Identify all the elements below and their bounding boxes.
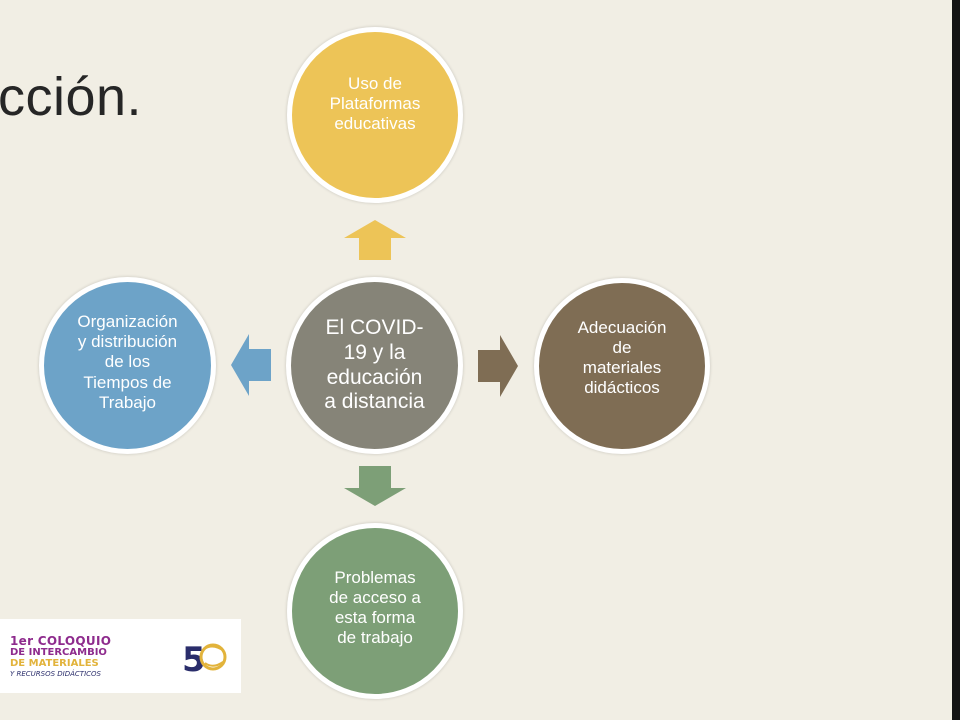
- node-tiempos-de-trabajo: Organización y distribución de los Tiemp…: [39, 277, 216, 454]
- node-center-label: El COVID- 19 y la educación a distancia: [324, 315, 425, 414]
- node-materiales-didacticos: Adecuación de materiales didácticos: [534, 278, 710, 454]
- logo-line-2: DE INTERCAMBIO: [10, 647, 107, 658]
- node-problemas-label: Problemas de acceso a esta forma de trab…: [329, 567, 421, 648]
- arrow-down-icon: [344, 466, 406, 506]
- coloquio-logo: 1er COLOQUIO DE INTERCAMBIO DE MATERIALE…: [0, 619, 241, 693]
- logo-line-3: DE MATERIALES: [10, 658, 99, 669]
- window-edge: [952, 0, 960, 720]
- logo-wordmark: 1er COLOQUIO DE INTERCAMBIO DE MATERIALE…: [10, 635, 111, 678]
- node-plataformas-label: Uso de Plataformas educativas: [329, 73, 421, 134]
- logo-line-1: 1er COLOQUIO: [10, 634, 112, 648]
- arrow-right-icon: [478, 335, 518, 397]
- node-problemas-de-acceso: Problemas de acceso a esta forma de trab…: [287, 523, 463, 699]
- arrow-up-icon: [344, 220, 406, 260]
- arrow-left-icon: [231, 334, 271, 396]
- node-covid-educacion-distancia: El COVID- 19 y la educación a distancia: [286, 277, 463, 454]
- logo-line-4: Y RECURSOS DIDÁCTICOS: [10, 670, 101, 678]
- slide-title: cción.: [0, 67, 143, 127]
- svg-text:5: 5: [182, 640, 206, 679]
- node-materiales-label: Adecuación de materiales didácticos: [577, 317, 667, 398]
- anniversary-50-icon: 5: [182, 640, 227, 679]
- node-tiempos-label: Organización y distribución de los Tiemp…: [77, 312, 178, 412]
- node-plataformas-educativas: Uso de Plataformas educativas: [287, 27, 463, 203]
